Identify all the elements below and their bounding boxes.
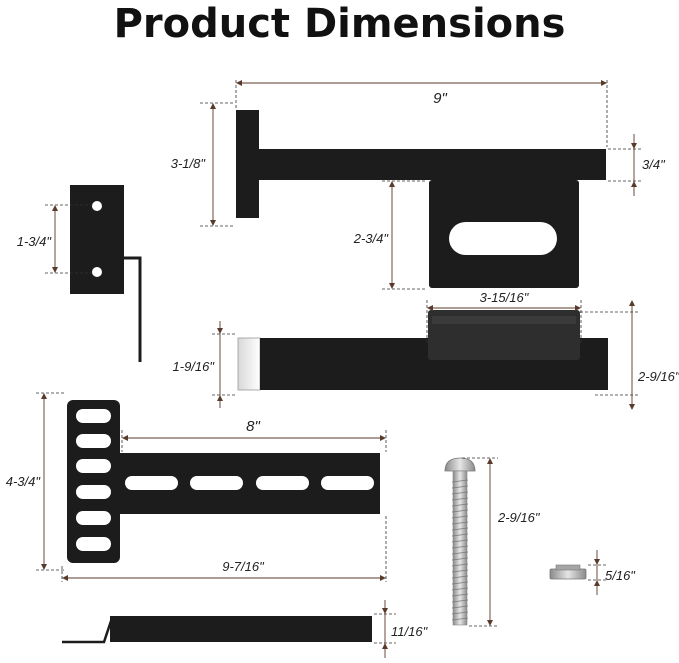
label-top-height: 3-1/8" [171,156,207,171]
top-bar-assembly [236,110,606,288]
small-plate-hole-top [92,201,102,211]
dim-bracket-height: 2-3/4" [353,180,427,290]
label-side-left-height: 1-9/16" [173,359,216,374]
nut [549,564,587,580]
small-plate [70,185,142,362]
label-base-thickness: 11/16" [391,624,429,639]
dim-top-length: 9" [235,80,608,147]
dim-plate-height: 4-3/4" [6,392,65,571]
dim-side-bracket-width: 3-15/16" [426,290,582,345]
bolt-threads [451,479,469,621]
side-bracket-lip [432,316,576,324]
label-arm-width: 8" [246,418,260,435]
label-top-thickness: 3/4" [642,157,666,172]
label-bolt-length: 2-9/16" [497,510,541,525]
label-overall-length: 9-7/16" [222,559,265,574]
base-profile [62,616,372,644]
top-horizontal-bar [259,149,606,180]
label-plate-height: 4-3/4" [6,474,42,489]
small-plate-hole-bottom [92,267,102,277]
small-plate-wire [124,256,142,362]
label-side-right-height: 2-9/16" [637,369,679,384]
bolt [444,457,476,626]
dim-side-right-height: 2-9/16" [580,300,679,410]
label-small-plate-height: 1-3/4" [17,234,53,249]
dim-overall-length: 9-7/16" [61,516,387,582]
slotted-plate-assembly [67,400,380,563]
dim-bolt-length: 2-9/16" [462,457,541,627]
label-top-length: 9" [433,90,447,107]
dim-nut-height: 5/16" [588,550,636,595]
base-bar [110,616,372,642]
dim-small-plate: 1-3/4" [17,204,92,274]
dim-arm-width: 8" [121,418,387,452]
label-nut-height: 5/16" [605,568,636,583]
bracket-slot [449,222,557,255]
dim-base-thickness: 11/16" [374,600,429,658]
page-title: Product Dimensions [113,1,566,47]
label-bracket-height: 2-3/4" [353,231,390,246]
dim-side-left-height: 1-9/16" [173,321,236,408]
side-view-assembly [237,310,608,391]
dim-top-thickness: 3/4" [608,134,666,196]
dim-top-height: 3-1/8" [171,102,234,227]
bolt-head [444,457,476,472]
top-vertical-plate [236,110,259,218]
label-side-bracket-width: 3-15/16" [480,290,530,305]
side-end-cap [237,337,261,391]
